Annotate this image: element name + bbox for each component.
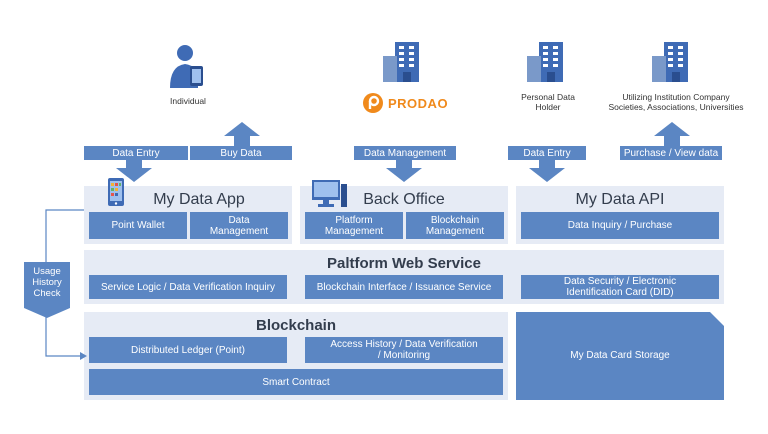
- prodao-logo-icon: [363, 93, 383, 113]
- my-data-api-title: My Data API: [575, 191, 665, 208]
- smart-contract-box: Smart Contract: [89, 369, 503, 395]
- actor-individual-label: Individual: [170, 96, 206, 106]
- arrow-down-icon: [386, 160, 422, 182]
- arrow-up-icon: [224, 122, 260, 146]
- arrow-up-icon: [654, 122, 690, 146]
- flow-data-entry-individual: Data Entry: [84, 146, 188, 160]
- access-history-box: Access History / Data Verification / Mon…: [305, 337, 503, 363]
- arrow-down-icon: [529, 160, 565, 182]
- building-icon: [652, 42, 688, 82]
- flow-data-management: Data Management: [354, 146, 456, 160]
- service-logic-box: Service Logic / Data Verification Inquir…: [89, 275, 287, 299]
- smartphone-icon: [108, 178, 124, 206]
- back-office-title: Back Office: [363, 191, 445, 208]
- blockchain-title: Blockchain: [255, 317, 337, 334]
- flow-buy-data: Buy Data: [190, 146, 292, 160]
- data-management-box: Data Management: [190, 212, 288, 239]
- data-inquiry-purchase-box: Data Inquiry / Purchase: [521, 212, 719, 239]
- person-icon: [170, 45, 203, 88]
- actor-utilizing-institution-label: Utilizing Institution Company Societies,…: [608, 92, 744, 112]
- actor-personal-data-holder-label: Personal Data Holder: [521, 92, 575, 112]
- blockchain-interface-box: Blockchain Interface / Issuance Service: [305, 275, 503, 299]
- building-icon: [383, 42, 419, 82]
- platform-management-box: Platform Management: [305, 212, 403, 239]
- distributed-ledger-box: Distributed Ledger (Point): [89, 337, 287, 363]
- flow-data-entry-holder: Data Entry: [508, 146, 586, 160]
- my-data-app-title: My Data App: [153, 191, 245, 208]
- arrow-down-icon: [116, 160, 152, 182]
- monitor-icon: [312, 180, 347, 207]
- blockchain-management-box: Blockchain Management: [406, 212, 504, 239]
- building-icon: [527, 42, 563, 82]
- data-security-box: Data Security / Electronic Identificatio…: [521, 275, 719, 299]
- my-data-card-storage-label: My Data Card Storage: [570, 350, 670, 361]
- flow-purchase-view-data: Purchase / View data: [620, 146, 722, 160]
- usage-history-check-label: Usage History Check: [32, 266, 62, 299]
- usage-check-tag-shape: [24, 262, 70, 318]
- prodao-wordmark: PRODAO: [388, 96, 449, 111]
- point-wallet-box: Point Wallet: [89, 212, 187, 239]
- web-service-title: Paltform Web Service: [327, 255, 481, 272]
- storage-card-shape: [516, 312, 724, 400]
